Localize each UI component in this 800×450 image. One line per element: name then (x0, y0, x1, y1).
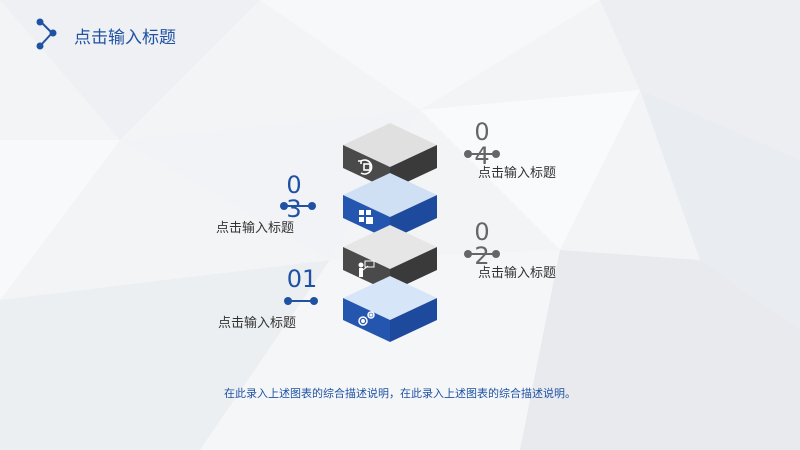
item-number-02: 02 (474, 218, 490, 270)
connector-01 (284, 297, 318, 305)
item-label-02: 点击输入标题 (478, 266, 557, 281)
connector-04 (464, 150, 500, 158)
description-text: 在此录入上述图表的综合描述说明，在此录入上述图表的综合描述说明。 (224, 387, 576, 400)
puzzle-icon (359, 210, 373, 224)
connector-03 (280, 202, 316, 210)
item-label-03: 点击输入标题 (216, 221, 295, 236)
item-number-04: 04 (474, 118, 490, 170)
cube-02 (343, 225, 437, 292)
cube-03 (343, 173, 437, 240)
item-label-04: 点击输入标题 (478, 166, 557, 181)
gears-icon (358, 311, 375, 326)
presenter-icon (358, 260, 375, 277)
cube-stack (343, 123, 437, 342)
item-number-01: 01 (286, 265, 318, 293)
page-title: 点击输入标题 (74, 28, 176, 48)
item-number-03: 03 (286, 171, 302, 223)
connector-02 (464, 250, 500, 258)
item-label-01: 点击输入标题 (218, 316, 297, 331)
refresh-icon (358, 159, 373, 175)
share-icon (36, 18, 57, 50)
cube-01 (343, 276, 437, 342)
